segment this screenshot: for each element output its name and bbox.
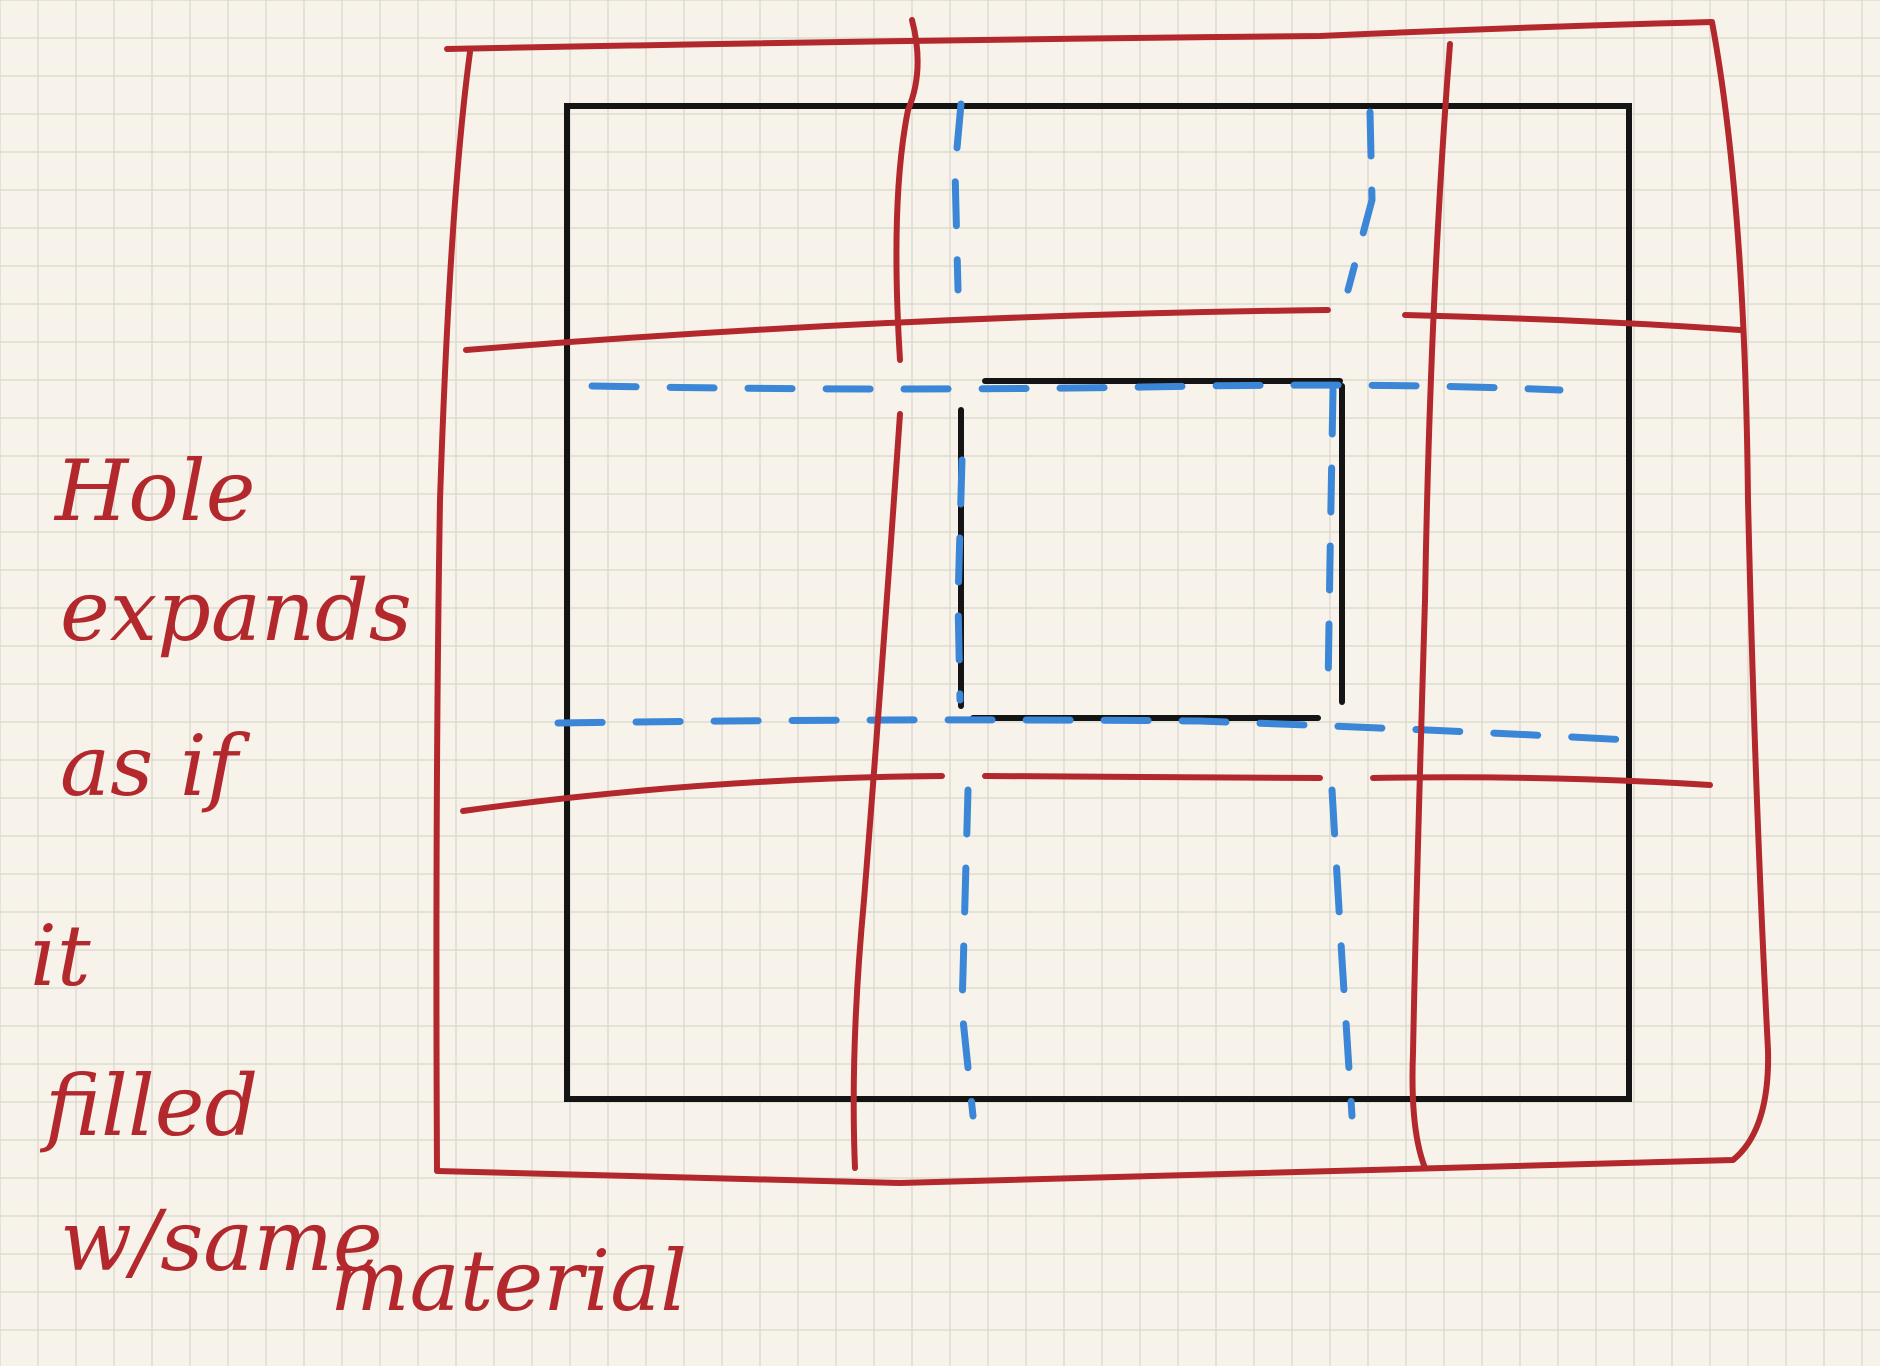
annotation-line: material (330, 1232, 687, 1330)
red-horizontal-top-right (1402, 312, 1743, 333)
outer-square (564, 103, 1632, 1102)
red-vertical-left-lower (850, 411, 903, 1171)
red-horizontal-bottom-mid (982, 773, 1323, 781)
blue-dashed-grid (554, 100, 1632, 1120)
annotation-line: as if (60, 717, 251, 815)
annotation-line: it (30, 907, 91, 1005)
annotation-line: filled (39, 1057, 258, 1155)
red-horizontal-bottom-right (1370, 774, 1713, 788)
annotation-line: Hole (53, 442, 255, 540)
red-expansion-frame (433, 17, 1772, 1186)
red-outer-frame (433, 19, 1772, 1186)
annotation-line: w/same (60, 1192, 383, 1290)
annotation-line: expands (60, 562, 412, 660)
red-vertical-right (1409, 41, 1453, 1171)
hole-outline (958, 378, 1345, 721)
red-vertical-left (893, 17, 921, 363)
